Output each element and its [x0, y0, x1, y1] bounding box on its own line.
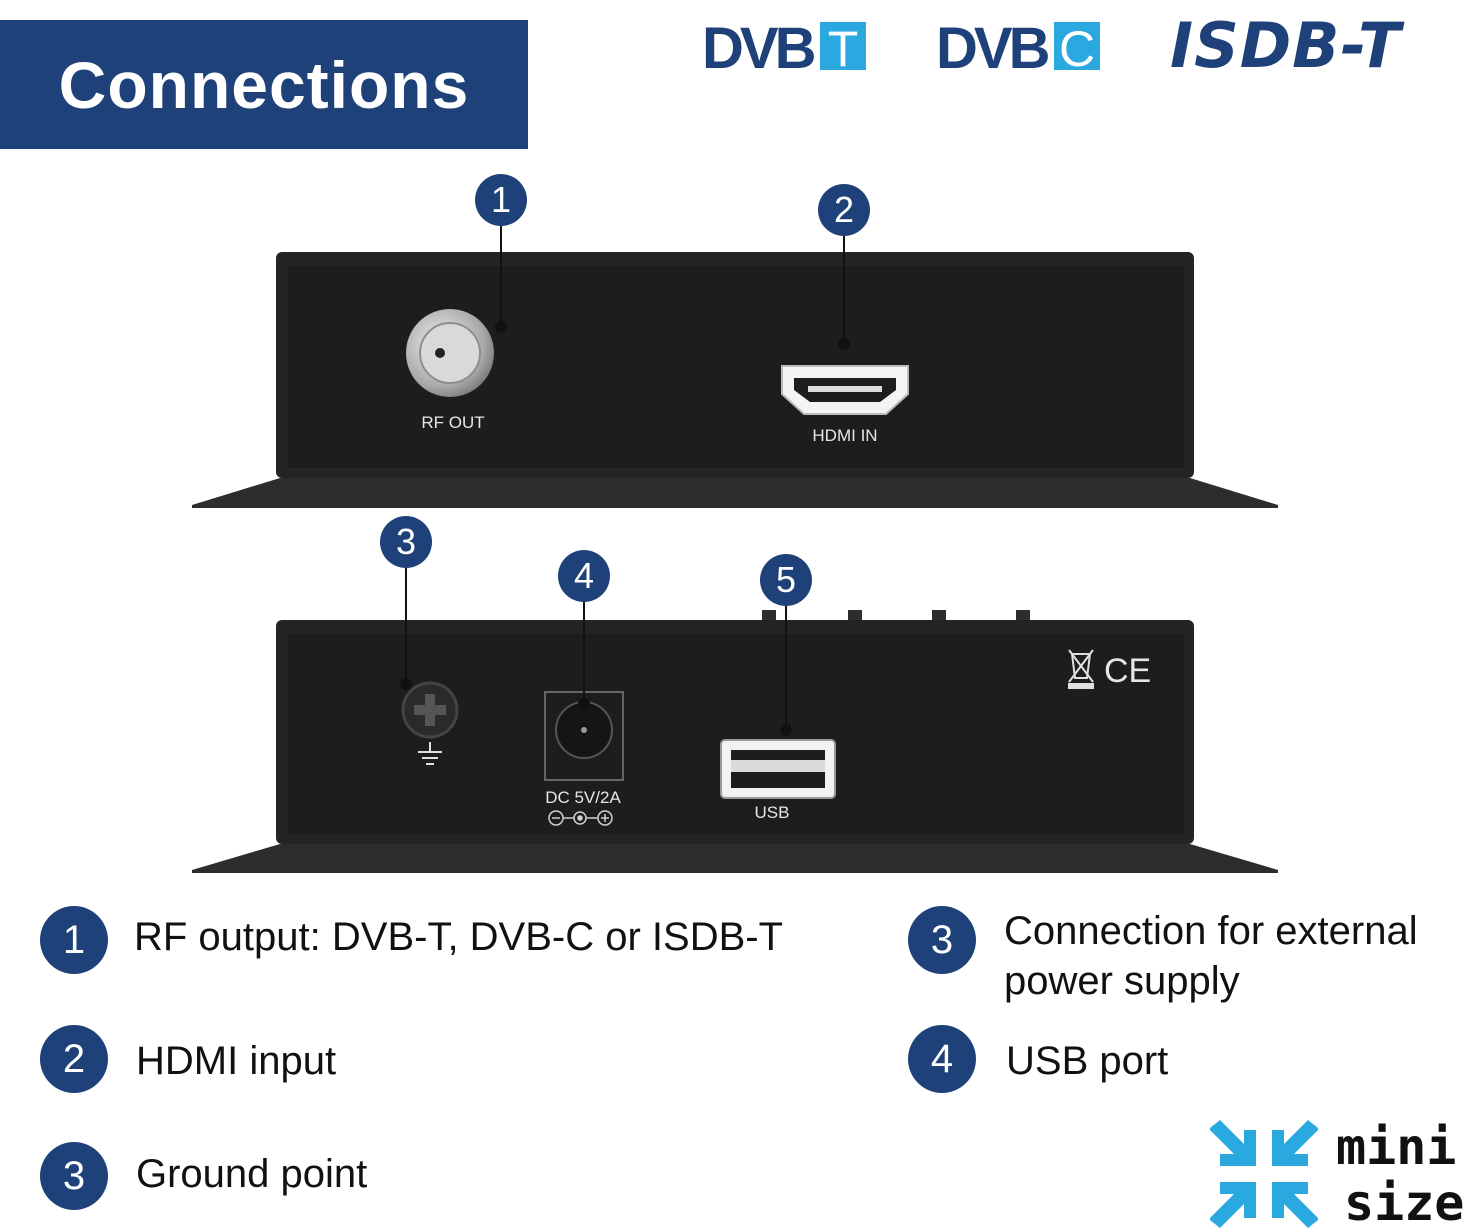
callout-leader-1	[500, 222, 502, 326]
page-title-banner: Connections	[0, 20, 528, 149]
page-title: Connections	[58, 47, 470, 122]
legend-text-4-line1: Connection for external	[1004, 909, 1418, 953]
hdmi-in-port	[781, 365, 909, 415]
callout-badge-2: 2	[818, 184, 870, 236]
shrink-arrows-icon	[1210, 1120, 1318, 1228]
polarity-symbol-icon	[548, 810, 613, 826]
legend-badge-2: 2	[40, 1025, 108, 1093]
rf-out-port	[406, 309, 494, 397]
dvbt-logo: DVB T	[702, 18, 866, 74]
callout-badge-5: 5	[760, 554, 812, 606]
ground-symbol-icon	[418, 742, 442, 765]
ground-screw	[401, 681, 459, 739]
callout-leader-5	[785, 602, 787, 728]
legend-text-4-line2: power supply	[1004, 959, 1240, 1003]
callout-leader-4	[583, 598, 585, 702]
rf-out-label: RF OUT	[421, 413, 484, 432]
legend-text-3: Ground point	[136, 1152, 368, 1196]
weee-bin-icon	[1068, 649, 1094, 689]
legend-text-1: RF output: DVB-T, DVB-C or ISDB-T	[134, 915, 784, 959]
callout-dot-1	[495, 321, 507, 333]
device-rear-panel: DC 5V/2A USB CE	[192, 610, 1278, 873]
dvbc-logo-suffix: C	[1059, 21, 1095, 74]
mini-size-line2: size	[1344, 1174, 1465, 1232]
callout-badge-4: 4	[558, 550, 610, 602]
legend-badge-1: 1	[40, 906, 108, 974]
callout-leader-3	[405, 564, 407, 682]
legend-text-2: HDMI input	[136, 1039, 337, 1083]
legend-badge-5: 4	[908, 1025, 976, 1093]
usb-port	[720, 739, 836, 799]
dvbc-logo-main: DVB	[936, 18, 1049, 74]
callout-badge-3: 3	[380, 516, 432, 568]
mini-size-line1: mini	[1336, 1118, 1457, 1176]
legend-text-4: Connection for external power supply	[1004, 906, 1418, 1006]
dc-power-jack	[544, 691, 624, 781]
dvbc-logo: DVB C	[936, 18, 1100, 74]
callout-badge-1: 1	[475, 174, 527, 226]
ce-mark: CE	[1104, 652, 1151, 690]
callout-dot-2	[838, 338, 850, 350]
legend-badge-4: 3	[908, 906, 976, 974]
callout-leader-2	[843, 232, 845, 342]
device-front-panel: RF OUT HDMI IN	[192, 252, 1278, 508]
callout-dot-5	[780, 724, 792, 736]
device-illustration: RF OUT HDMI IN	[192, 252, 1278, 873]
dvbt-logo-main: DVB	[702, 18, 815, 74]
callout-dot-3	[400, 678, 412, 690]
dvbt-logo-suffix: T	[828, 21, 859, 74]
legend-badge-3: 3	[40, 1142, 108, 1210]
hdmi-in-label: HDMI IN	[812, 426, 877, 445]
dc-label: DC 5V/2A	[545, 788, 621, 807]
legend-text-5: USB port	[1006, 1039, 1169, 1083]
usb-label: USB	[755, 803, 790, 822]
callout-dot-4	[578, 698, 590, 710]
isdbt-logo: ISDB-T	[1170, 9, 1402, 82]
